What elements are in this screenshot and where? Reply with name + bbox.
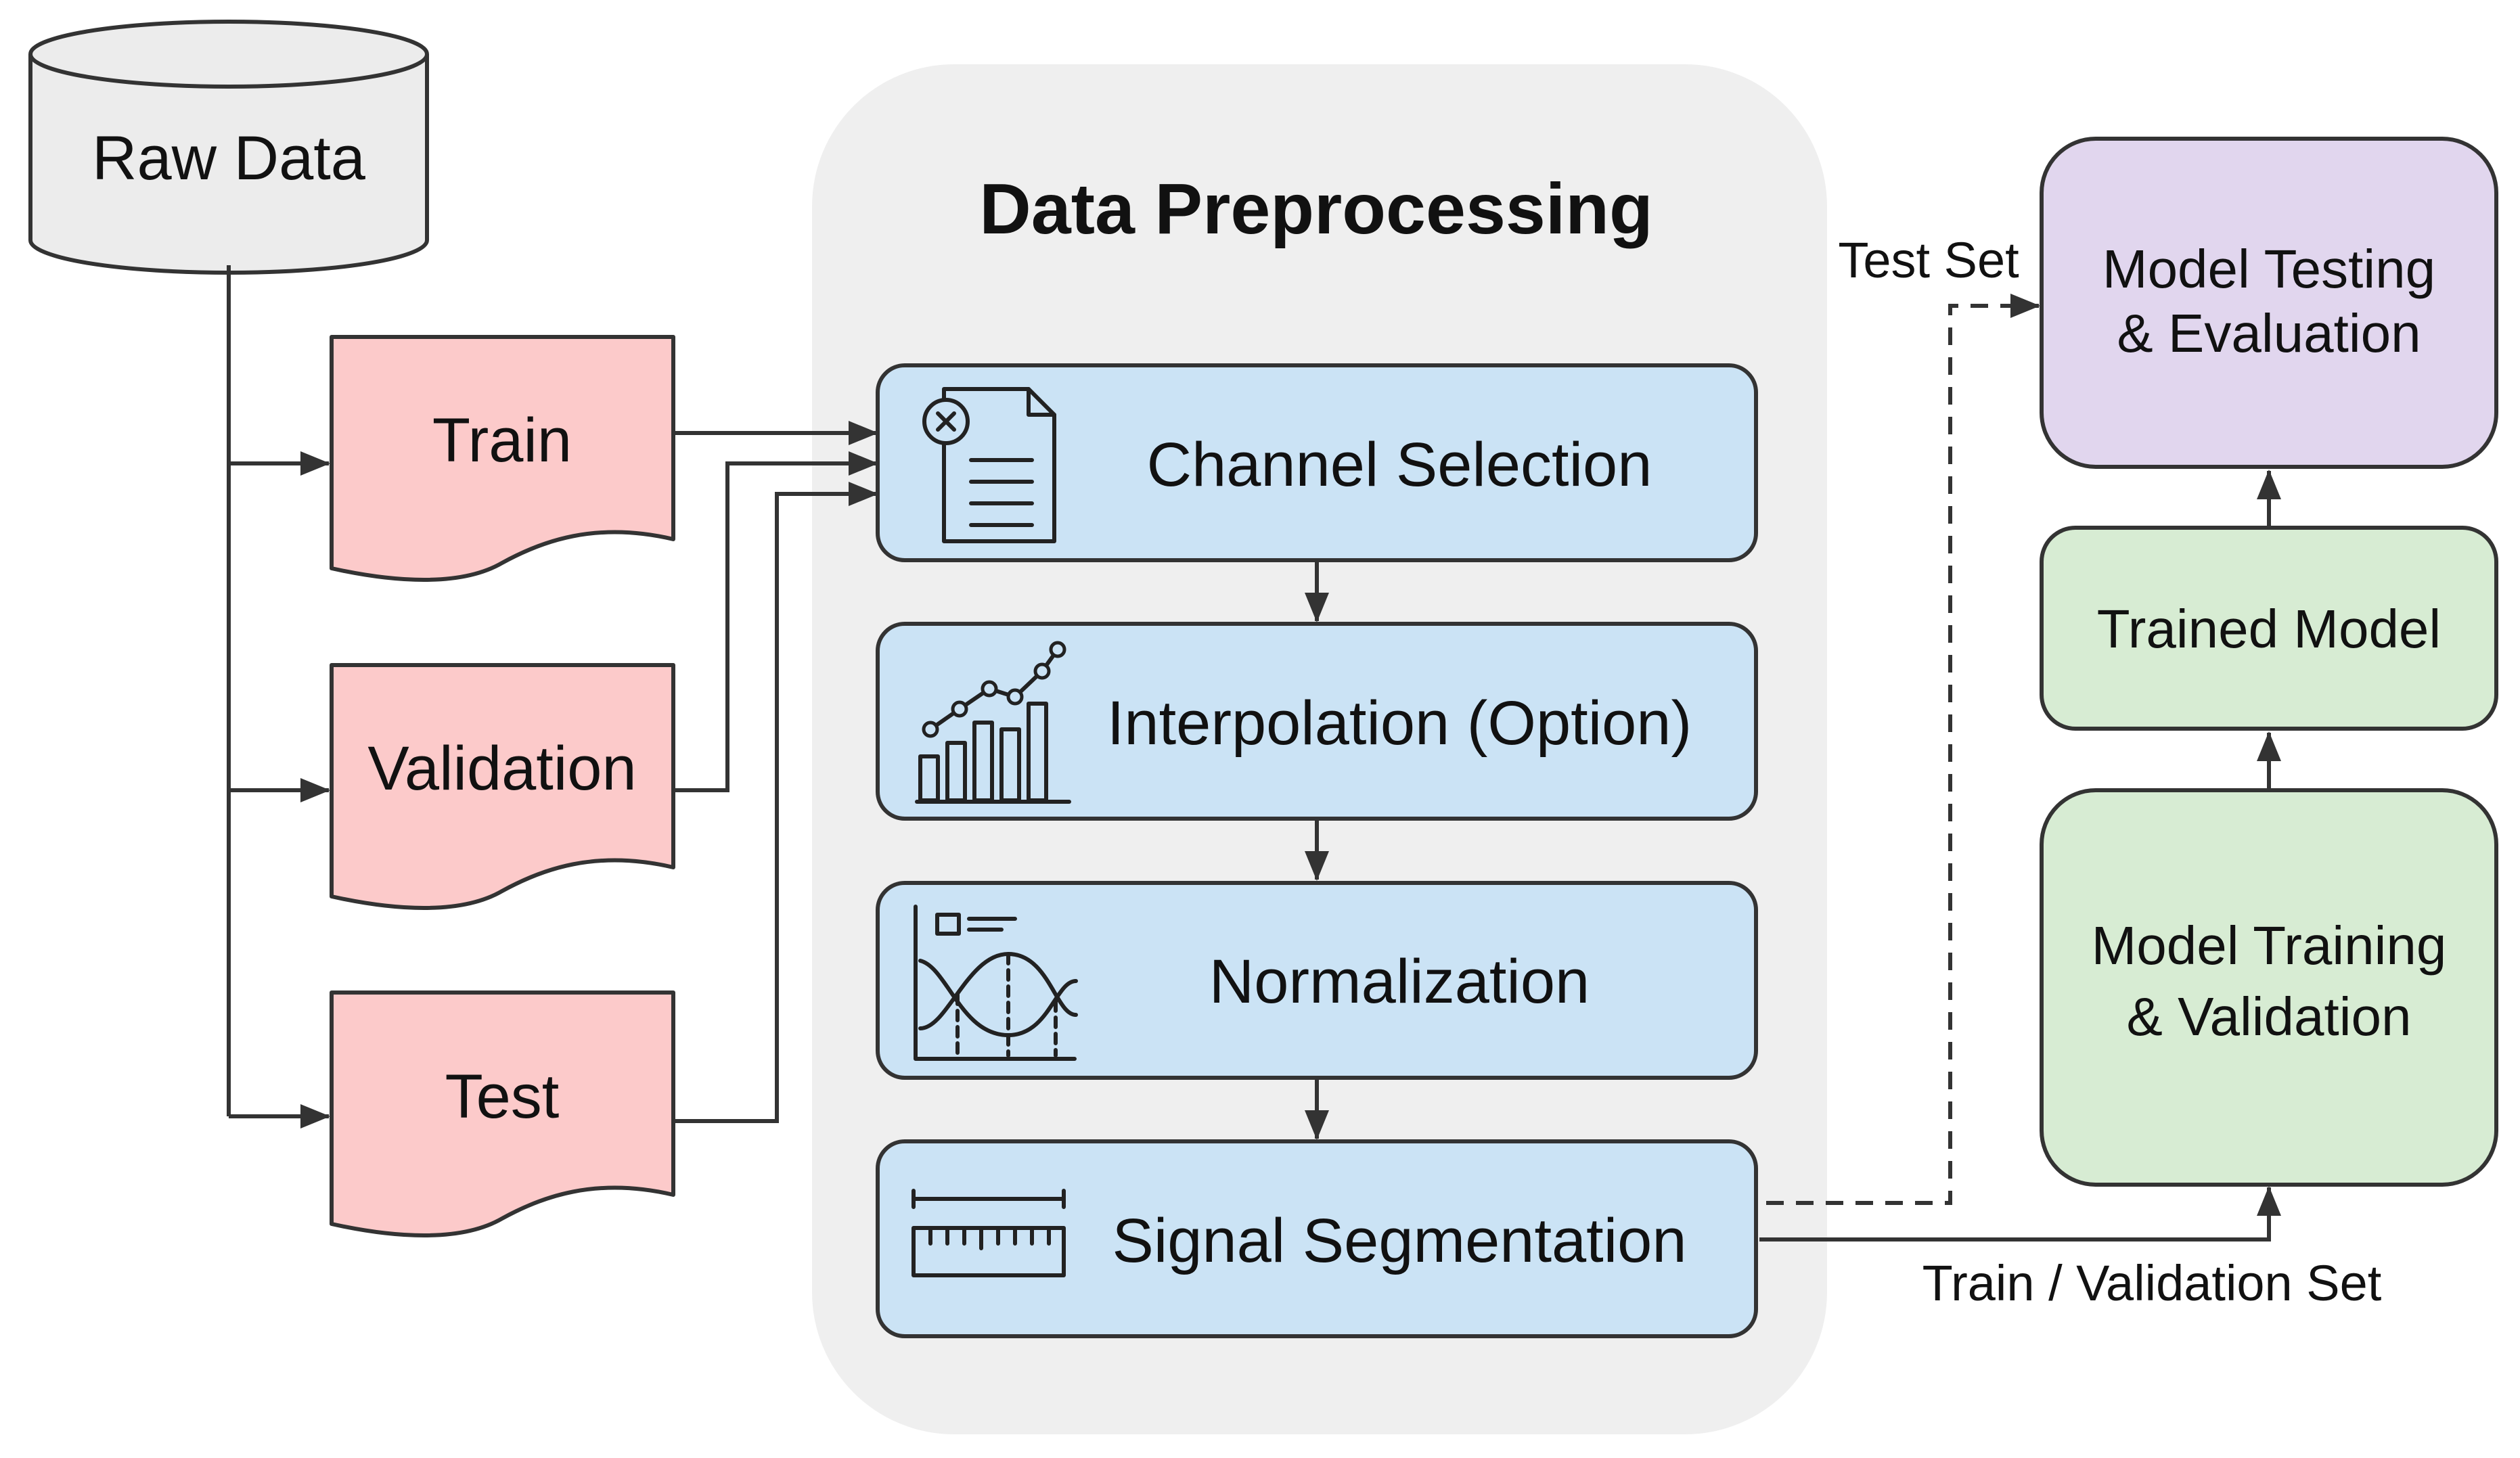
document-x-icon — [922, 387, 1056, 543]
wave-plot-icon — [914, 905, 1078, 1061]
trained-model-box — [2040, 526, 2498, 731]
normalization-label: Normalization — [1209, 947, 1590, 1016]
signal-segmentation-node: Signal Segmentation — [876, 1139, 1758, 1338]
edge-test-to-channel-selection — [675, 482, 878, 1123]
test-document-shape — [330, 990, 675, 1237]
signal-segmentation-label: Signal Segmentation — [1112, 1206, 1686, 1275]
normalization-node: Normalization — [876, 881, 1758, 1080]
trained-model-label: Trained Model — [2097, 599, 2441, 659]
validation-document-shape — [330, 663, 675, 910]
train-validation-set-edge-label: Train / Validation Set — [1922, 1255, 2382, 1311]
test-label: Test — [445, 1062, 560, 1131]
preprocessing-title: Data Preprocessing — [979, 169, 1653, 249]
train-document-shape — [330, 335, 675, 582]
trained-model-node: Trained Model — [2040, 526, 2498, 731]
validation-node: Validation — [330, 663, 675, 910]
model-testing-label-line1: Model Testing — [2102, 239, 2435, 299]
model-training-label-line2: & Validation — [2126, 986, 2411, 1047]
train-label: Train — [432, 406, 572, 475]
edge-segmentation-to-testing-dashed — [1766, 294, 2040, 1205]
raw-data-node: Raw Data — [28, 20, 429, 275]
interpolation-label: Interpolation (Option) — [1107, 689, 1692, 758]
ruler-icon — [912, 1189, 1066, 1277]
raw-data-cylinder-top — [28, 20, 429, 89]
model-testing-label-line2: & Evaluation — [2117, 303, 2421, 363]
model-training-label-line1: Model Training — [2092, 915, 2447, 976]
interpolation-node: Interpolation (Option) — [876, 622, 1758, 821]
channel-selection-label: Channel Selection — [1147, 430, 1652, 499]
test-node: Test — [330, 990, 675, 1237]
edge-validation-to-channel-selection — [675, 451, 878, 792]
test-set-edge-label: Test Set — [1838, 232, 2019, 288]
channel-selection-node: Channel Selection — [876, 363, 1758, 562]
signal-segmentation-box — [876, 1139, 1758, 1338]
model-training-box — [2040, 788, 2498, 1187]
train-node: Train — [330, 335, 675, 582]
model-training-node: Model Training & Validation — [2040, 788, 2498, 1187]
edge-segmentation-to-training — [1759, 1186, 2281, 1241]
model-testing-box — [2040, 137, 2498, 469]
model-testing-node: Model Testing & Evaluation — [2040, 137, 2498, 469]
validation-label: Validation — [367, 734, 636, 803]
raw-data-label: Raw Data — [92, 124, 366, 193]
bar-line-chart-icon — [915, 641, 1071, 804]
